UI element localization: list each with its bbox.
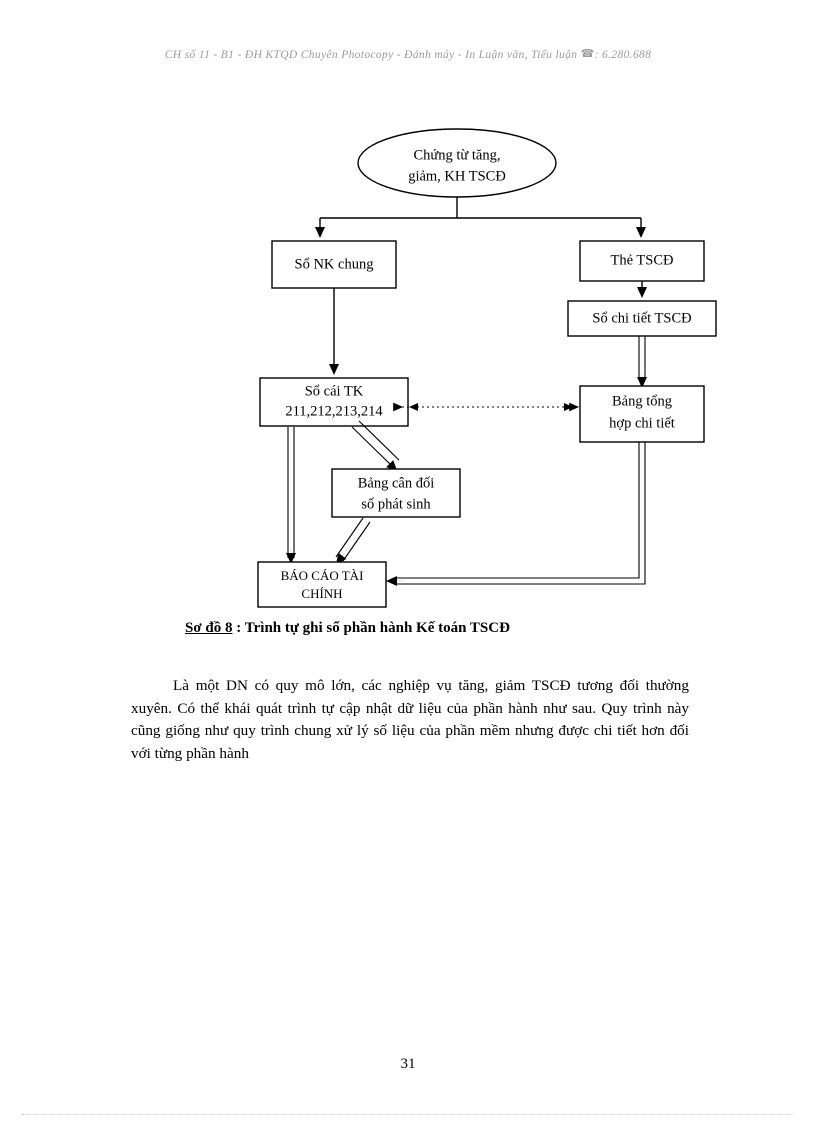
- connector-trialbalance-to-report: [335, 517, 371, 565]
- node-journal-label: Sổ NK chung: [295, 256, 374, 272]
- connector-ledger-to-report: [286, 427, 296, 564]
- node-asset-card-label: Thẻ TSCĐ: [611, 252, 674, 268]
- running-header: CH số 11 - B1 - ĐH KTQD Chuyên Photocopy…: [0, 48, 816, 61]
- node-general-ledger-line1: Sổ cái TK: [305, 383, 364, 399]
- body-paragraph: Là một DN có quy mô lớn, các nghiệp vụ t…: [131, 677, 689, 762]
- connector-detail-to-summary: [637, 336, 647, 388]
- node-trial-balance-line2: số phát sinh: [361, 496, 431, 512]
- figure-caption: Sơ đồ 8 : Trình tự ghi sổ phần hành Kế t…: [185, 620, 745, 637]
- node-financial-report-line2: CHÍNH: [301, 586, 342, 601]
- figure-caption-label: Sơ đồ 8: [185, 620, 233, 636]
- node-financial-report: BÁO CÁO TÀI CHÍNH: [257, 561, 387, 608]
- node-trial-balance-line1: Bảng cân đối: [358, 475, 435, 491]
- node-detail-ledger-label: Sổ chi tiết TSCĐ: [592, 310, 691, 326]
- node-summary-table-line2: hợp chi tiết: [609, 415, 675, 431]
- flow-diagram: Chứng từ tăng, giảm, KH TSCĐ Sổ NK chung…: [257, 128, 717, 608]
- figure-caption-separator: :: [232, 620, 245, 636]
- node-detail-ledger: Sổ chi tiết TSCĐ: [567, 300, 717, 337]
- node-asset-card: Thẻ TSCĐ: [579, 240, 705, 282]
- node-general-ledger-line2: 211,212,213,214: [285, 403, 383, 419]
- node-trial-balance: Bảng cân đối số phát sinh: [331, 468, 461, 518]
- node-financial-report-line1: BÁO CÁO TÀI: [281, 568, 364, 583]
- page-number: 31: [400, 1056, 416, 1072]
- connector-summary-to-report: [386, 442, 646, 586]
- node-journal: Sổ NK chung: [271, 240, 397, 289]
- node-source-document: Chứng từ tăng, giảm, KH TSCĐ: [357, 128, 557, 198]
- connector-source-split: [315, 197, 646, 238]
- node-summary-table: Bảng tổng hợp chi tiết: [579, 385, 705, 443]
- telephone-icon: ☎: [580, 48, 595, 60]
- node-source-document-line2: giảm, KH TSCĐ: [408, 168, 506, 184]
- header-text-before: CH số 11 - B1 - ĐH KTQD Chuyên Photocopy…: [164, 49, 581, 61]
- connector-ledger-to-trialbalance: [351, 420, 400, 472]
- figure-caption-title: Trình tự ghi sổ phần hành Kế toán TSCĐ: [244, 620, 510, 636]
- bottom-divider: [22, 1114, 794, 1116]
- node-source-document-line1: Chứng từ tăng,: [413, 147, 500, 163]
- node-summary-table-line1: Bảng tổng: [612, 393, 672, 409]
- node-general-ledger: Sổ cái TK 211,212,213,214: [259, 377, 409, 427]
- header-text-after: : 6.280.688: [594, 49, 652, 61]
